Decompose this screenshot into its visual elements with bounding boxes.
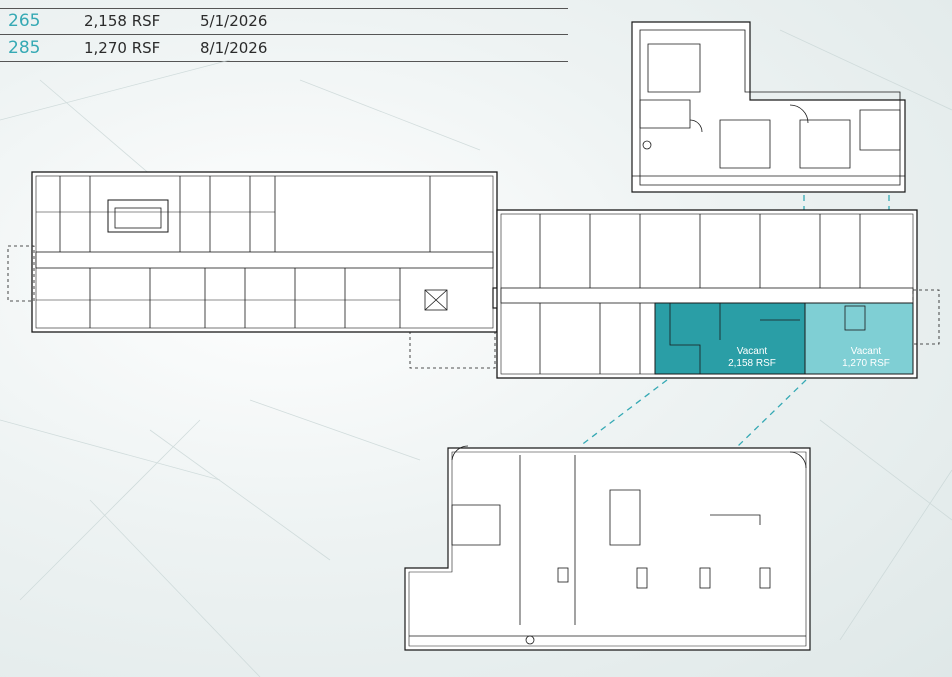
detail-connectors xyxy=(579,195,890,447)
vacant-size: 1,270 RSF xyxy=(842,358,890,369)
suite-number: 285 xyxy=(8,38,41,58)
table-row: 265 2,158 RSF 5/1/2026 xyxy=(0,8,570,34)
vacant-label-285: Vacant 1,270 RSF xyxy=(830,346,902,370)
suite-date: 5/1/2026 xyxy=(200,12,268,30)
suite-size: 1,270 RSF xyxy=(84,39,161,57)
suite-date: 8/1/2026 xyxy=(200,39,268,57)
table-rule xyxy=(0,34,568,35)
lower-detail-plan xyxy=(404,445,811,651)
table-rule xyxy=(0,8,568,9)
vacant-suite-265 xyxy=(654,302,806,375)
main-plan-west-wing xyxy=(7,171,498,369)
vacant-size: 2,158 RSF xyxy=(728,358,776,369)
vacant-suite-walls xyxy=(669,303,866,374)
vacant-text: Vacant xyxy=(736,346,768,357)
vacant-suite-285 xyxy=(804,302,914,375)
upper-detail-plan xyxy=(631,21,906,193)
suite-size: 2,158 RSF xyxy=(84,12,161,30)
suite-number: 265 xyxy=(8,11,41,31)
vacant-text: Vacant xyxy=(850,346,882,357)
table-rule xyxy=(0,61,568,62)
vacant-label-265: Vacant 2,158 RSF xyxy=(716,346,788,370)
table-row: 285 1,270 RSF 8/1/2026 xyxy=(0,35,570,61)
